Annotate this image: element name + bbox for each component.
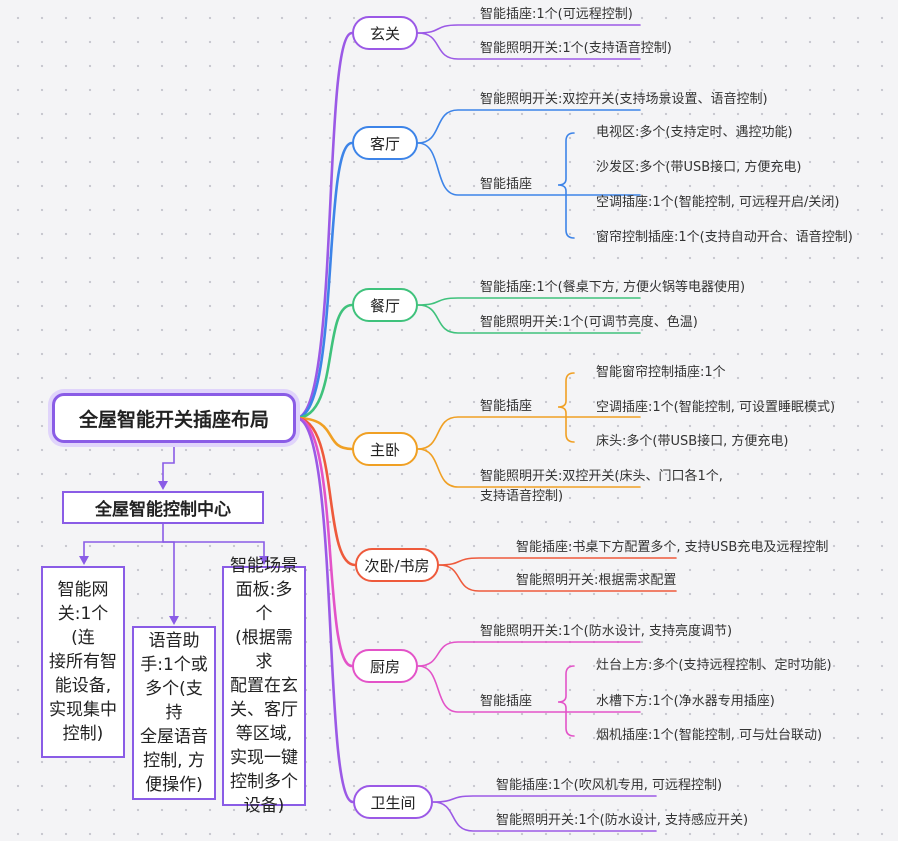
subleaf-1-1-0[interactable]: 电视区:多个(支持定时、遇控功能) <box>596 125 793 140</box>
leaf-0-0[interactable]: 智能插座:1个(可远程控制) <box>480 7 633 22</box>
branch-2-1 <box>417 304 641 334</box>
subleaf-3-0-2[interactable]: 床头:多个(带USB接口, 方便充电) <box>596 434 789 449</box>
branch-4-1 <box>438 564 677 592</box>
branch-3-1 <box>417 448 641 488</box>
subleaf-1-1-1[interactable]: 沙发区:多个(带USB接口, 方便充电) <box>596 160 802 175</box>
control-center-node[interactable]: 全屋智能控制中心 <box>62 491 264 524</box>
trunk-2 <box>294 303 354 420</box>
room-node-4[interactable]: 次卧/书房 <box>355 548 439 582</box>
brace-3-0 <box>557 372 575 443</box>
leaf-2-1[interactable]: 智能照明开关:1个(可调节亮度、色温) <box>480 315 698 330</box>
subleaf-5-1-0[interactable]: 灶台上方:多个(支持远程控制、定时功能) <box>596 658 832 673</box>
smart-gateway-node[interactable]: 智能网 关:1个(连 接所有智 能设备, 实现集中 控制) <box>41 566 125 758</box>
brace-5-1 <box>557 665 575 737</box>
scene-panel-node[interactable]: 智能场景 面板:多个 (根据需求 配置在玄 关、客厅 等区域, 实现一键 控制多… <box>222 556 306 816</box>
root-to-center-line <box>162 442 175 484</box>
leaf-0-1[interactable]: 智能照明开关:1个(支持语音控制) <box>480 41 672 56</box>
arrow-head <box>169 616 179 625</box>
branch-2-0 <box>417 297 641 306</box>
leaf-5-1[interactable]: 智能插座 <box>480 694 533 709</box>
branch-1-1 <box>417 142 641 196</box>
subleaf-1-1-2[interactable]: 空调插座:1个(智能控制, 可远程开启/关闭) <box>596 195 840 210</box>
room-node-5[interactable]: 厨房 <box>352 649 418 683</box>
trunk-5 <box>294 416 354 668</box>
arrow-head <box>158 481 168 490</box>
trunk-0 <box>294 31 354 420</box>
leaf-6-1[interactable]: 智能照明开关:1个(防水设计, 支持感应开关) <box>496 813 749 828</box>
root-node[interactable]: 全屋智能开关插座布局 <box>52 393 296 443</box>
branch-0-0 <box>417 24 641 34</box>
leaf-6-0[interactable]: 智能插座:1个(吹风机专用, 可远程控制) <box>496 778 723 793</box>
leaf-5-0[interactable]: 智能照明开关:1个(防水设计, 支持亮度调节) <box>480 624 733 639</box>
leaf-1-1[interactable]: 智能插座 <box>480 177 533 192</box>
room-node-2[interactable]: 餐厅 <box>352 288 418 322</box>
subleaf-5-1-2[interactable]: 烟机插座:1个(智能控制, 可与灶台联动) <box>596 728 823 743</box>
subleaf-5-1-1[interactable]: 水槽下方:1个(净水器专用插座) <box>596 694 775 709</box>
trunk-6 <box>294 416 355 804</box>
trunk-3 <box>294 416 354 451</box>
room-node-3[interactable]: 主卧 <box>352 432 418 466</box>
room-node-0[interactable]: 玄关 <box>352 16 418 50</box>
trunk-1 <box>294 141 354 420</box>
branch-0-1 <box>417 32 641 60</box>
branch-5-1 <box>417 665 641 713</box>
center-to-panel-line <box>162 541 265 559</box>
leaf-2-0[interactable]: 智能插座:1个(餐桌下方, 方便火锅等电器使用) <box>480 280 746 295</box>
branch-4-0 <box>438 557 677 566</box>
branch-6-1 <box>432 801 657 832</box>
room-node-6[interactable]: 卫生间 <box>353 785 433 819</box>
voice-assistant-node[interactable]: 语音助 手:1个或 多个(支持 全屋语音 控制, 方 便操作) <box>132 626 216 800</box>
room-node-1[interactable]: 客厅 <box>352 126 418 160</box>
arrow-head <box>79 556 89 565</box>
branch-5-0 <box>417 641 641 667</box>
subleaf-3-0-0[interactable]: 智能窗帘控制插座:1个 <box>596 365 726 380</box>
leaf-3-1-line2[interactable]: 支持语音控制) <box>480 489 564 504</box>
branch-1-0 <box>417 109 641 144</box>
leaf-4-0[interactable]: 智能插座:书桌下方配置多个, 支持USB充电及远程控制 <box>516 540 829 555</box>
leaf-3-0[interactable]: 智能插座 <box>480 399 533 414</box>
leaf-1-0[interactable]: 智能照明开关:双控开关(支持场景设置、语音控制) <box>480 92 768 107</box>
leaf-4-1[interactable]: 智能照明开关:根据需求配置 <box>516 573 677 588</box>
branch-6-0 <box>432 795 657 803</box>
brace-1-1 <box>557 132 575 239</box>
trunk-4 <box>294 416 357 567</box>
subleaf-3-0-1[interactable]: 空调插座:1个(智能控制, 可设置睡眠模式) <box>596 400 836 415</box>
subleaf-1-1-3[interactable]: 窗帘控制插座:1个(支持自动开合、语音控制) <box>596 230 853 245</box>
center-to-voice-line <box>162 541 175 619</box>
branch-3-0 <box>417 416 641 450</box>
leaf-3-1[interactable]: 智能照明开关:双控开关(床头、门口各1个, <box>480 469 723 484</box>
center-to-gateway-line <box>83 523 164 559</box>
arrow-head <box>259 556 269 565</box>
